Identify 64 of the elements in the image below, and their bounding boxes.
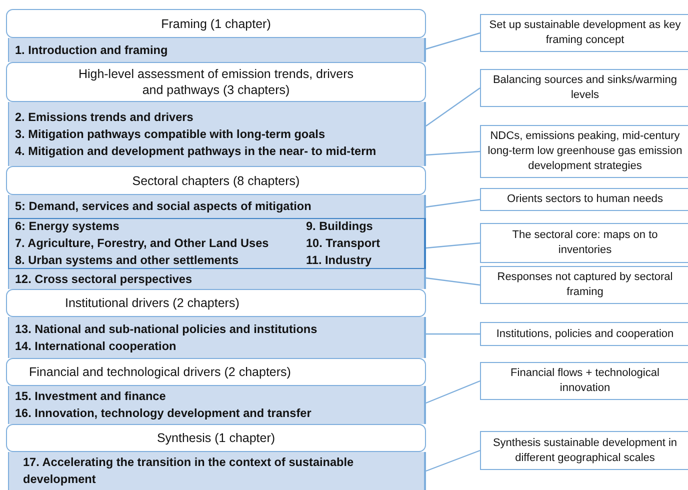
chapter-title: 14. International cooperation (14, 338, 178, 354)
note-text: Orients sectors to human needs (506, 192, 664, 207)
section-heading: Synthesis (1 chapter) (156, 430, 276, 446)
chapter-title: 17. Accelerating the transition in the context of sustainable development (22, 454, 355, 488)
note-box (480, 14, 688, 52)
note-text: Financial flows + technological innovation (510, 366, 660, 396)
chapter-title: 11. Industry (306, 252, 373, 269)
note-box (480, 125, 688, 178)
chapter-title: 2. Emissions trends and drivers (14, 108, 194, 126)
chapter-title: 7. Agriculture, Forestry, and Other Land Uses (15, 235, 270, 252)
chapter-title: 8. Urban systems and other settlements (15, 252, 240, 269)
connector-line (426, 242, 480, 249)
chapter-title: 5: Demand, services and social aspects of mitigation (14, 198, 312, 215)
connector-line (426, 88, 480, 126)
connector-line (426, 380, 480, 404)
section-heading: Institutional drivers (2 chapters) (64, 295, 240, 311)
section-header-box (6, 166, 426, 195)
note-box (480, 69, 688, 107)
section-header-box (6, 358, 426, 386)
chapter-title: 15. Investment and finance (14, 388, 167, 405)
chapter-band (8, 269, 426, 289)
note-text: The sectoral core: maps on to inventories (511, 228, 659, 258)
section-header-box (6, 9, 426, 38)
note-box (480, 188, 688, 211)
chapter-band (8, 386, 426, 424)
section-heading: High-level assessment of emission trends, drivers and pathways (3 chapters) (77, 66, 355, 98)
section-heading: Framing (1 chapter) (160, 16, 272, 32)
note-box (480, 266, 688, 304)
connector-line (426, 277, 480, 286)
chapter-title: 9. Buildings (306, 218, 374, 235)
note-text: Institutions, policies and cooperation (495, 326, 675, 342)
chapter-band (8, 452, 426, 490)
note-text: NDCs, emissions peaking, mid-century long-term low greenhouse gas emission development strategies (486, 129, 684, 174)
connector-line (426, 198, 480, 208)
note-text: Set up sustainable development as key framing concept (488, 18, 682, 48)
chapter-title: 16. Innovation, technology development and transfer (14, 405, 312, 422)
section-header-box (6, 289, 426, 317)
chapter-title: 1. Introduction and framing (14, 42, 169, 58)
connector-line (426, 333, 480, 335)
chapter-band (8, 38, 426, 62)
section-heading: Financial and technological drivers (2 chapters) (28, 364, 292, 380)
chapter-title: 4. Mitigation and development pathways in the near- to mid-term (14, 142, 378, 160)
chapter-title: 12. Cross sectoral perspectives (14, 270, 194, 288)
note-text: Synthesis sustainable development in different geographical scales (492, 436, 678, 466)
connector-line (426, 32, 480, 50)
chapter-title: 13. National and sub-national policies and institutions (14, 320, 318, 338)
connector-line (426, 450, 480, 472)
chapter-title: 10. Transport (306, 235, 382, 252)
section-header-box (6, 62, 426, 102)
note-text: Responses not captured by sectoral framing (496, 270, 674, 300)
note-box (480, 322, 688, 346)
chapter-band (8, 195, 426, 218)
section-heading: Sectoral chapters (8 chapters) (131, 172, 301, 188)
connector-line (426, 150, 480, 156)
section-header-box (6, 424, 426, 452)
chapter-band (8, 102, 426, 166)
note-box (480, 223, 688, 263)
chapter-title: 6: Energy systems (15, 218, 120, 235)
chapter-band (8, 218, 426, 269)
note-box (480, 431, 688, 470)
note-box (480, 362, 688, 400)
chapter-title: 3. Mitigation pathways compatible with long-term goals (14, 126, 326, 142)
note-text: Balancing sources and sinks/warming levels (492, 73, 678, 103)
chapter-band (8, 317, 426, 358)
